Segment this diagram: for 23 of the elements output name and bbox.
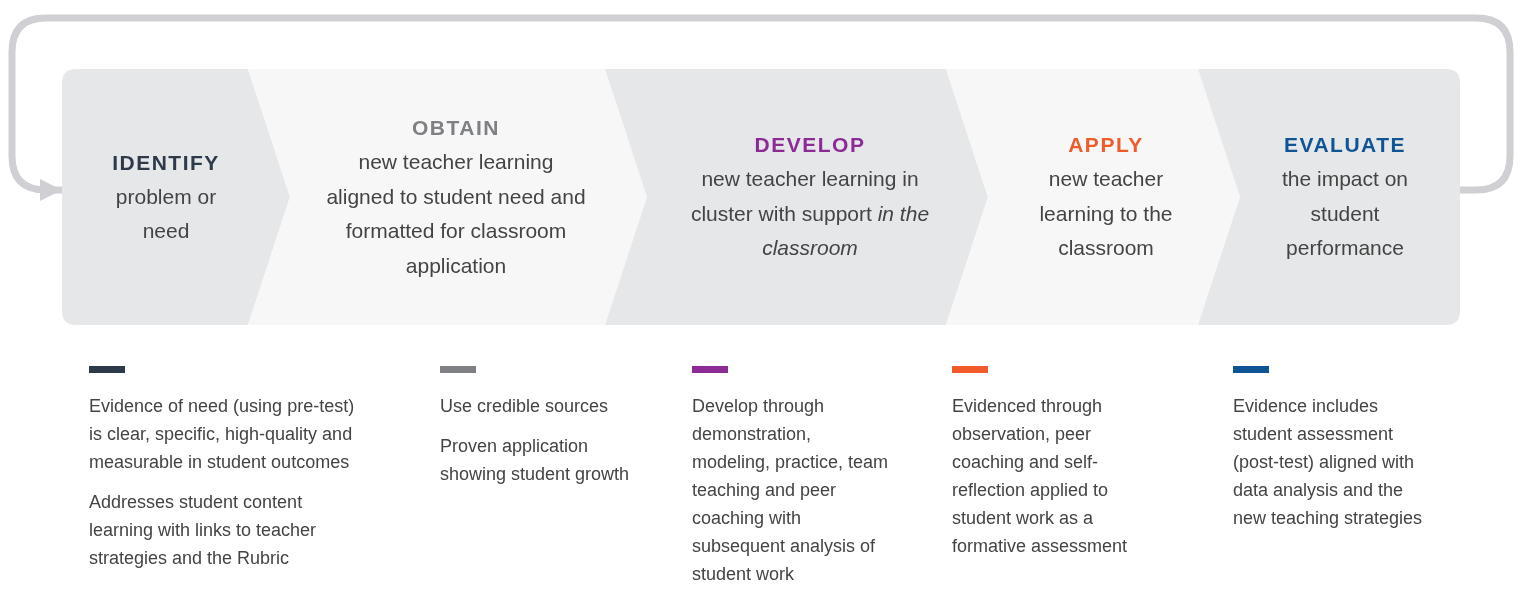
loop-arrow (8, 14, 1514, 202)
criteria-text: Proven application showing student growth (440, 435, 630, 486)
step-description: new teacher learning in cluster with support in the classroom (689, 166, 931, 262)
chevron-step (1198, 69, 1460, 325)
step-heading: APPLY (1068, 132, 1144, 159)
step-heading: OBTAIN (412, 115, 500, 141)
criteria-text: Use credible sources (440, 395, 610, 418)
step-heading: IDENTIFY (112, 149, 220, 176)
step-description: new teacher learning aligned to student need and formatted for classroom application (326, 149, 586, 279)
chevron-step (248, 69, 647, 325)
step-heading: DEVELOP (754, 132, 866, 159)
step-description: new teacher learning to the classroom (1038, 166, 1174, 262)
chevron-step (605, 69, 988, 325)
criteria-text: Evidence includes student assessment (post-test) aligned with data analysis and the new teaching strategies (1233, 395, 1424, 530)
criteria-text: Addresses student content learning with links to teacher strategies and the Rubric (89, 491, 318, 570)
step-heading: EVALUATE (1283, 132, 1407, 159)
step-description: problem or need (114, 183, 218, 244)
chevron-step (946, 69, 1240, 325)
step-description: the impact on student performance (1280, 166, 1410, 262)
chevron-step (62, 69, 290, 325)
criteria-text: Develop through demonstration, modeling, practice, team teaching and peer coaching with subsequent analysis of student work (692, 395, 890, 586)
criteria-text: Evidence of need (using pre-test) is clear, specific, high-quality and measurable in student outcomes (89, 395, 356, 474)
criteria-text: Evidenced through observation, peer coaching and self-reflection applied to student work as a formative assessment (952, 395, 1129, 558)
